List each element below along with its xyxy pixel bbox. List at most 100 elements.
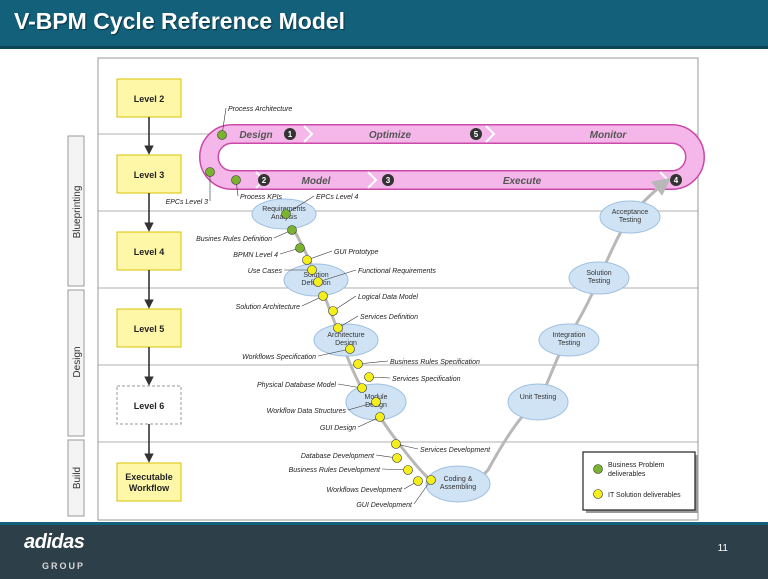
deliverable-label: Services Definition <box>360 314 418 321</box>
deliverable-label: BPMN Level 4 <box>233 252 278 259</box>
oval-unit-testing <box>507 383 569 421</box>
phase-3-badge <box>382 174 394 186</box>
deliverable-label: EPCs Level 3 <box>166 199 209 206</box>
deliverable-dot <box>371 397 381 407</box>
level-4-label: Level 4 <box>134 247 165 257</box>
level-column: Level 2 Level 3 Level 4 Level 5 Level 6 … <box>116 78 182 502</box>
phase-5-badge <box>470 128 482 140</box>
deliverable-dot <box>345 344 355 354</box>
deliverable-dot <box>205 167 215 177</box>
deliverable-dot <box>357 383 367 393</box>
deliverable-dot <box>302 255 312 265</box>
phase-1-badge <box>284 128 296 140</box>
deliverable-label: Functional Requirements <box>358 268 436 275</box>
oval-acceptance-testing <box>599 200 661 234</box>
header-bar: V-BPM Cycle Reference Model <box>0 0 768 49</box>
adidas-logo: adidas <box>24 531 85 553</box>
level-4-box <box>116 231 182 271</box>
phase-execute-label: Execute <box>503 176 542 187</box>
section-label-build: Build <box>72 467 83 489</box>
deliverable-label: EPCs Level 4 <box>316 194 359 201</box>
executable-workflow-box <box>116 462 182 502</box>
deliverable-label: Workflow Data Structures <box>267 408 347 415</box>
deliverable-label: GUI Design <box>320 425 356 432</box>
phase-4-badge <box>670 174 682 186</box>
deliverable-connector <box>347 401 377 411</box>
oval-solution-testing <box>568 261 630 295</box>
deliverable-dot <box>375 412 385 422</box>
deliverable-label: Use Cases <box>248 268 283 275</box>
deliverable-dot <box>295 243 305 253</box>
phase-2-badge <box>258 174 270 186</box>
deliverable-label: Physical Database Model <box>257 382 336 389</box>
page-title: V-BPM Cycle Reference Model <box>14 8 346 34</box>
adidas-group-label: GROUP <box>42 561 86 571</box>
deliverable-dot <box>307 265 317 275</box>
deliverable-label: GUI Prototype <box>334 249 378 256</box>
phase-3-number: 3 <box>386 176 391 185</box>
phase-2-number: 2 <box>262 176 267 185</box>
deliverable-dot <box>318 291 328 301</box>
deliverable-label: Logical Data Model <box>358 294 418 301</box>
deliverable-dot <box>328 306 338 316</box>
level-3-label: Level 3 <box>134 170 165 180</box>
deliverable-connector <box>285 195 315 215</box>
phase-optimize-label: Optimize <box>369 130 412 141</box>
deliverable-dot <box>231 175 241 185</box>
deliverable-dot <box>364 372 374 382</box>
deliverable-label: Services Development <box>420 447 491 454</box>
deliverable-connector <box>317 269 357 283</box>
deliverable-label: Process Architecture <box>228 106 292 113</box>
deliverable-label: Business Rules Development <box>289 467 381 474</box>
deliverable-dot <box>333 323 343 333</box>
bpm-cycle-loop: Design Optimize Monitor Model Execute 1 … <box>199 124 705 190</box>
deliverable-dot <box>217 130 227 140</box>
deliverable-connector <box>357 360 389 365</box>
legend-it-label: IT Solution deliverables <box>608 492 681 499</box>
oval-unit-testing-label: Unit Testing <box>520 394 557 401</box>
oval-coding-assembling-label: Coding &Assembling <box>440 476 476 491</box>
deliverable-label: Workflows Development <box>327 487 404 494</box>
phase-4-number: 4 <box>674 176 679 185</box>
phase-1-number: 1 <box>288 130 293 139</box>
deliverable-label: Database Development <box>301 453 375 460</box>
level-5-label: Level 5 <box>134 324 165 334</box>
legend-it-dot <box>593 489 603 499</box>
deliverable-label: GUI Development <box>356 502 413 509</box>
level-6-label: Level 6 <box>134 401 165 411</box>
deliverable-dot <box>413 476 423 486</box>
deliverable-dot <box>391 439 401 449</box>
phase-design-label: Design <box>239 130 272 141</box>
legend-business-dot <box>593 464 603 474</box>
deliverable-connector <box>317 348 351 357</box>
section-label-design: Design <box>72 346 83 377</box>
deliverable-dot <box>426 475 436 485</box>
phase-model-label: Model <box>302 176 331 187</box>
section-label-blueprinting: Blueprinting <box>72 186 83 239</box>
deliverable-label: Process KPIs <box>240 194 283 201</box>
oval-coding-assembling <box>425 465 491 503</box>
page-number: 11 <box>717 543 728 554</box>
footer-bar: adidas GROUP 11 <box>0 522 768 579</box>
deliverable-label: Solution Architecture <box>236 304 300 311</box>
level-5-box <box>116 308 182 348</box>
level-2-box <box>116 78 182 118</box>
level-6-box <box>116 385 182 425</box>
phase-5-number: 5 <box>474 130 479 139</box>
deliverable-label: Busines Rules Definition <box>196 236 272 243</box>
deliverable-label: Services Specification <box>392 376 461 383</box>
oval-integration-testing <box>538 323 600 357</box>
deliverable-dot <box>403 465 413 475</box>
deliverable-dot <box>313 277 323 287</box>
deliverable-dot <box>353 359 363 369</box>
